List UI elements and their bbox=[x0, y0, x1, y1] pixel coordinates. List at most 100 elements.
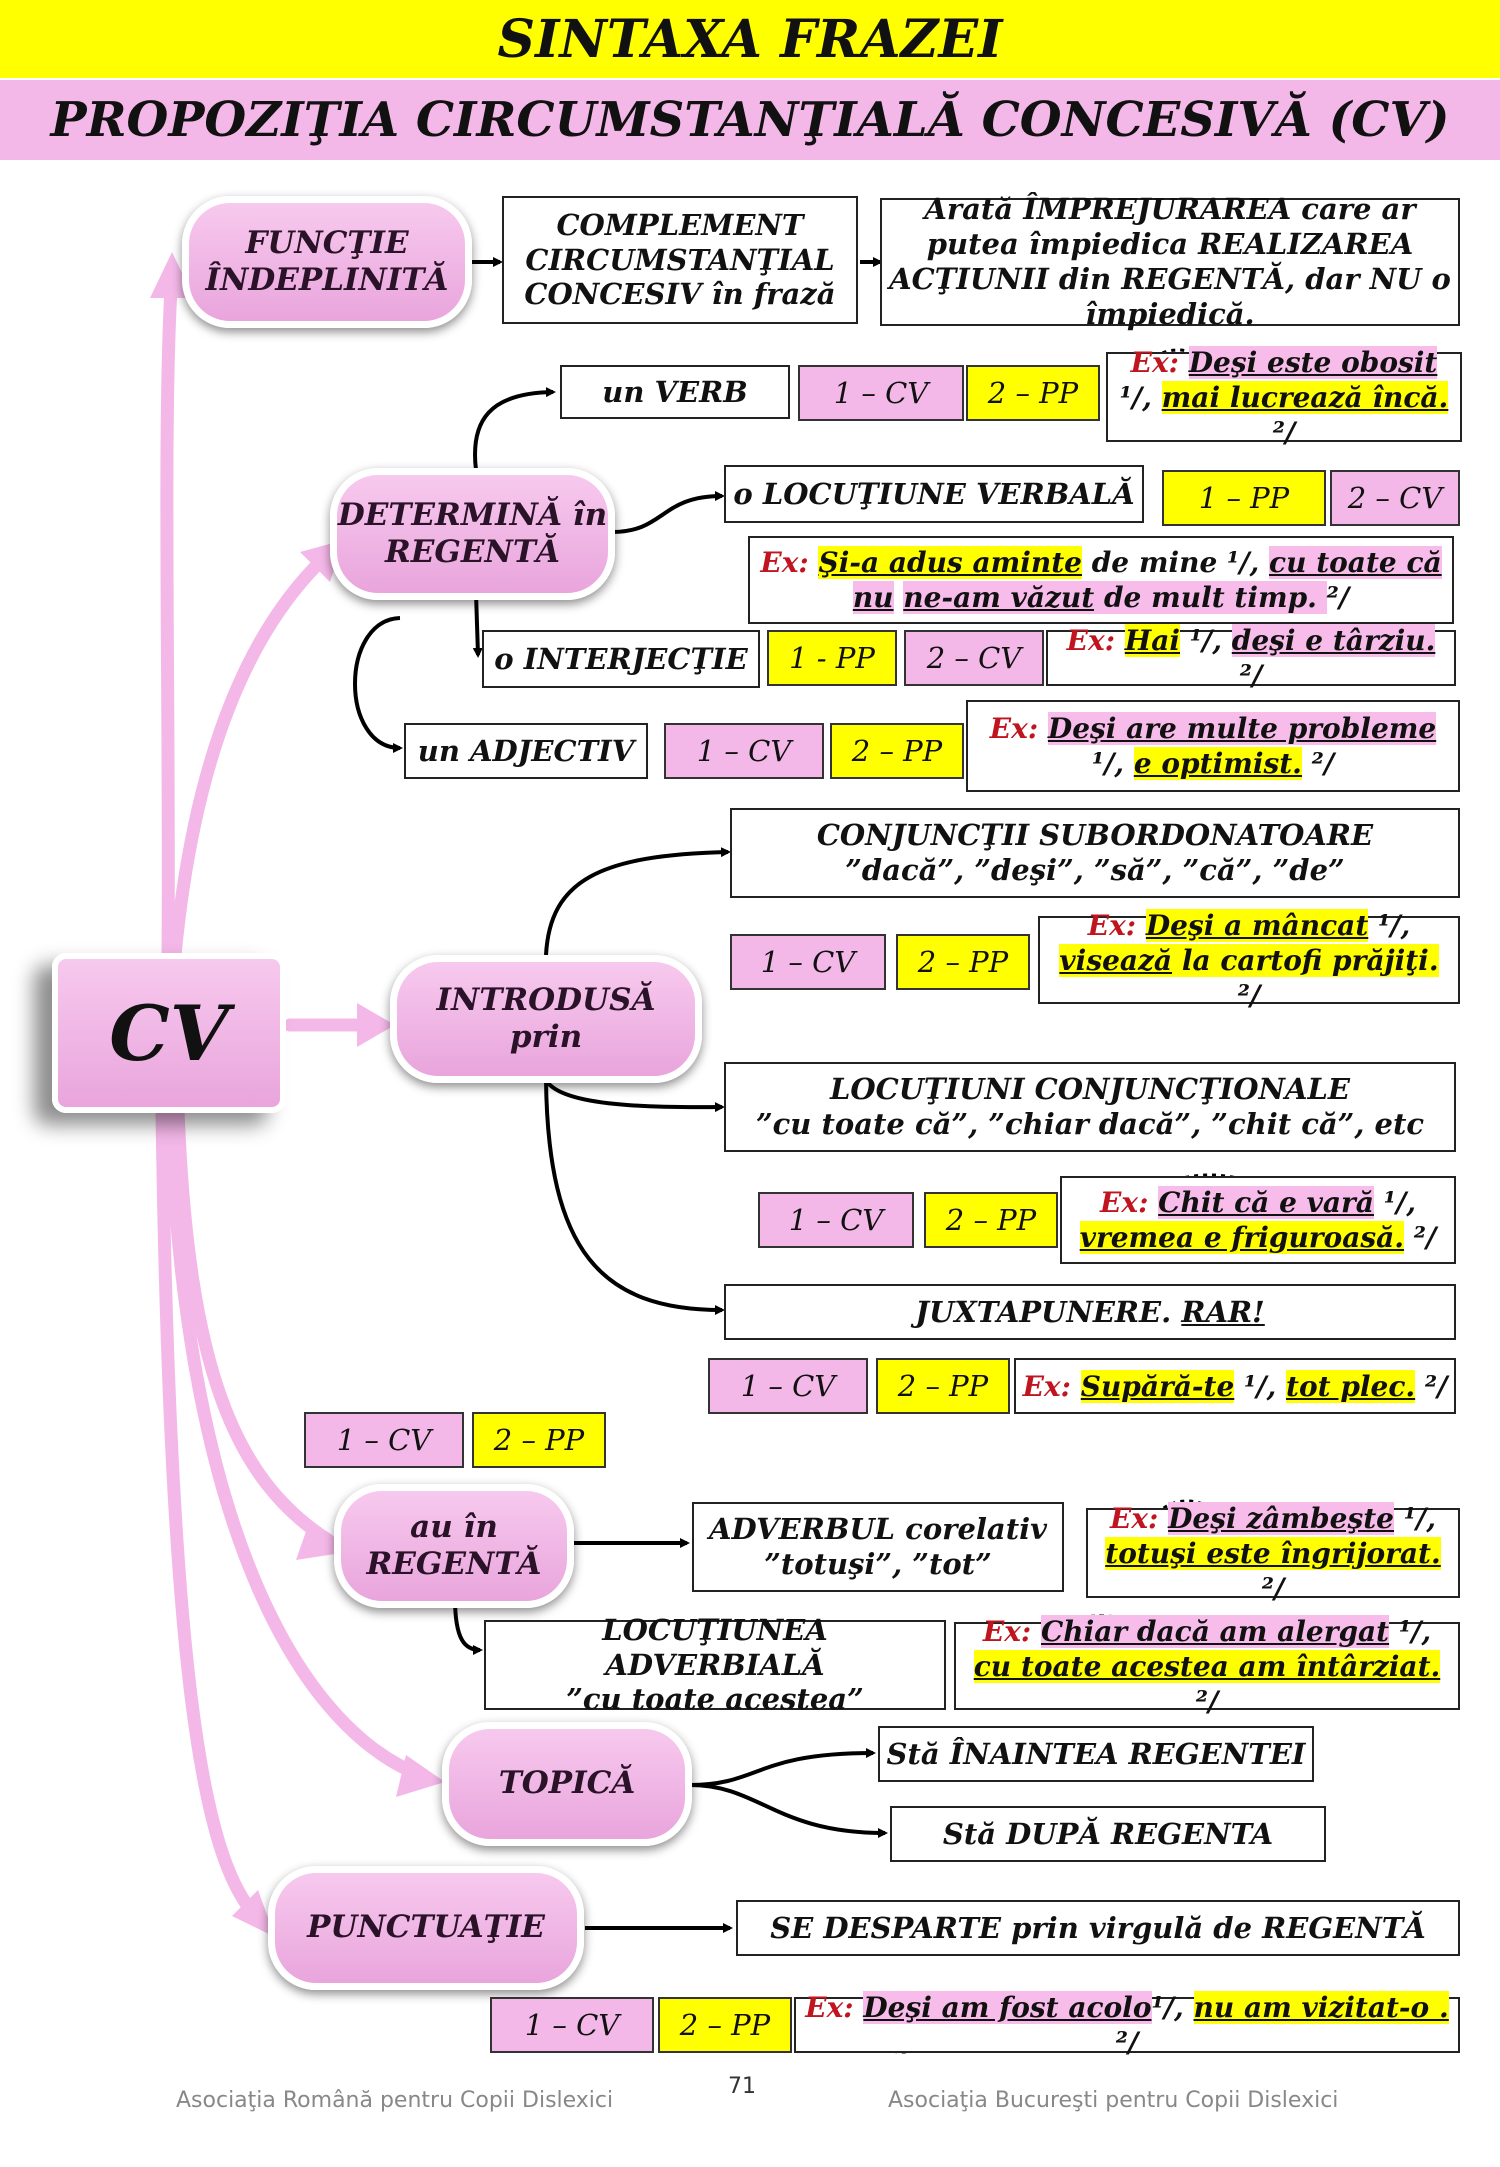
tag-2-pp: 2 – PP bbox=[966, 365, 1100, 421]
marker: ²/ bbox=[1239, 659, 1263, 692]
ex-label: Ex: bbox=[1066, 624, 1116, 657]
example-part: de mine bbox=[1081, 546, 1228, 579]
box-sta-inaintea-regentei: Stă ÎNAINTEA REGENTEI bbox=[878, 1726, 1314, 1782]
example-part: deşi e târziu. bbox=[1231, 624, 1436, 657]
marker: ¹/, bbox=[1403, 1501, 1436, 1535]
box-arata-imprejurarea: Arată ÎMPREJURAREA care ar putea împiedi… bbox=[880, 192, 1460, 331]
arrow-topica-inainte bbox=[689, 1748, 876, 1787]
box-adverbul-corelativ: ADVERBUL corelativ”totuşi”, ”tot” bbox=[692, 1502, 1064, 1592]
tag-2-pp: 2 – PP bbox=[896, 934, 1030, 990]
footer-left: Asociaţia Română pentru Copii Dislexici bbox=[176, 2088, 614, 2113]
marker: ²/ bbox=[1261, 1571, 1285, 1605]
box-sta-dupa-regenta: Stă DUPĂ REGENTA bbox=[890, 1806, 1326, 1862]
node-determina-regenta: DETERMINĂ în REGENTĂ bbox=[330, 468, 615, 600]
example-part: e optimist. bbox=[1133, 747, 1302, 780]
marker: ¹/, bbox=[1227, 546, 1260, 579]
tag-2-pp: 2 – PP bbox=[924, 1192, 1058, 1248]
arrow-determina-interjectie bbox=[472, 592, 483, 658]
marker: ²/ bbox=[1115, 2026, 1139, 2059]
node-topica: TOPICĂ bbox=[442, 1722, 692, 1846]
example-part: nu am vizitat-o . bbox=[1193, 1991, 1449, 2024]
node-au-in-regenta: au în REGENTĂ bbox=[334, 1484, 574, 1608]
example-conjunctii: Ex: Deşi a mâncat ¹/, visează la cartofi… bbox=[1038, 908, 1460, 1012]
example-part: cu toate acestea am întârziat. bbox=[973, 1649, 1441, 1683]
arrow-introdusa-conjunctii bbox=[544, 847, 731, 956]
example-part: vremea e friguroasă. bbox=[1079, 1221, 1405, 1254]
branch-arrow-punctuatie bbox=[232, 1890, 275, 1937]
branch-line-topica bbox=[163, 1103, 427, 1782]
marker: ²/ bbox=[1326, 581, 1350, 614]
example-adjectiv: Ex: Deşi are multe probleme ¹/, e optimi… bbox=[966, 700, 1460, 792]
example-part: Deşi a mâncat bbox=[1145, 908, 1369, 942]
tag-1-cv: 1 – CV bbox=[708, 1358, 868, 1414]
marker: ²/ bbox=[1237, 978, 1261, 1012]
marker: ¹/, bbox=[1151, 1991, 1184, 2024]
tag-2-cv: 2 – CV bbox=[1330, 470, 1460, 526]
example-adverbul: Ex: Deşi zâmbeşte ¹/, totuşi este îngrij… bbox=[1086, 1501, 1460, 1605]
node-introdusa-prin: INTRODUSĂ prin bbox=[390, 955, 702, 1083]
ex-label: Ex: bbox=[989, 712, 1039, 745]
marker: ¹/, bbox=[1398, 1614, 1432, 1648]
box-complement-circumstantial: COMPLEMENT CIRCUMSTANŢIAL CONCESIV în fr… bbox=[502, 196, 858, 324]
node-functie-indeplinita: FUNCŢIE ÎNDEPLINITĂ bbox=[182, 196, 472, 328]
tag-1-cv: 1 – CV bbox=[664, 723, 824, 779]
juxtapunere-label: JUXTAPUNERE. bbox=[915, 1294, 1172, 1329]
example-interjectie: Ex: Hai ¹/, deşi e târziu. ²/ bbox=[1046, 624, 1456, 692]
marker: ²/ bbox=[1311, 747, 1335, 780]
example-part: Deşi are multe probleme bbox=[1047, 712, 1437, 745]
ex-label: Ex: bbox=[1087, 908, 1137, 942]
locutiuni-title: LOCUŢIUNI CONJUNCŢIONALE bbox=[830, 1072, 1350, 1107]
example-part: ne-am văzut bbox=[903, 581, 1095, 614]
box-locutiuni-conjunctionale: LOCUŢIUNI CONJUNCŢIONALE”cu toate că”, ”… bbox=[724, 1062, 1456, 1152]
branch-line-functie bbox=[160, 265, 179, 962]
example-part: Deşi zâmbeşte bbox=[1168, 1501, 1394, 1535]
arrow-determina-verb bbox=[473, 387, 556, 471]
box-conjunctii-subordonatoare: CONJUNCŢII SUBORDONATOARE”dacă”, ”deşi”,… bbox=[730, 808, 1460, 898]
box-un-verb: un VERB bbox=[560, 365, 790, 419]
example-part: totuşi este îngrijorat. bbox=[1105, 1536, 1441, 1570]
box-se-desparte: SE DESPARTE prin virgulă de REGENTĂ bbox=[736, 1900, 1460, 1956]
example-part: Supără-te bbox=[1080, 1369, 1235, 1403]
example-locutiunea: Ex: Chiar dacă am alergat ¹/, cu toate a… bbox=[954, 1614, 1460, 1718]
example-part: mai lucrează încă. bbox=[1161, 380, 1449, 414]
branch-arrow-introdusa bbox=[357, 1003, 395, 1047]
box-interjectie: o INTERJECŢIE bbox=[482, 630, 760, 688]
tag-1-pp: 1 - PP bbox=[767, 630, 897, 686]
arrow-determina-adjectiv bbox=[353, 616, 403, 753]
branch-line-regenta bbox=[171, 1103, 335, 1547]
locutiuni-list: ”cu toate că”, ”chiar dacă”, ”chit că”, … bbox=[755, 1107, 1425, 1141]
adverbul-list: ”totuşi”, ”tot” bbox=[764, 1547, 992, 1581]
box-locutiunea-adverbiala: LOCUŢIUNEA ADVERBIALĂ”cu toate acestea” bbox=[484, 1613, 946, 1716]
example-part: Chiar dacă am alergat bbox=[1041, 1614, 1390, 1648]
box-locutiune-verbala: o LOCUŢIUNE VERBALĂ bbox=[724, 465, 1144, 523]
marker: ²/ bbox=[1272, 415, 1296, 449]
example-locutiune: Ex: Şi-a adus aminte de mine ¹/, cu toat… bbox=[748, 536, 1454, 624]
tag-2-pp: 2 – PP bbox=[876, 1358, 1010, 1414]
tag-1-cv: 1 – CV bbox=[758, 1192, 914, 1248]
example-part: tot plec. bbox=[1286, 1369, 1416, 1403]
node-punctuatie: PUNCTUAŢIE bbox=[268, 1866, 584, 1990]
example-locutiuni: Ex: Chit că e vară ¹/, vremea e friguroa… bbox=[1060, 1176, 1456, 1264]
ex-label: Ex: bbox=[982, 1614, 1032, 1648]
ex-label: Ex: bbox=[760, 546, 809, 579]
ex-label: Ex: bbox=[1022, 1369, 1071, 1403]
example-part: Şi-a adus aminte bbox=[818, 546, 1082, 579]
rar-label: RAR! bbox=[1181, 1294, 1265, 1329]
branch-line-determina bbox=[168, 553, 329, 962]
branch-arrow-topica bbox=[396, 1755, 445, 1797]
marker: ¹/, bbox=[1383, 1186, 1416, 1219]
footer-right: Asociaţia Bucureşti pentru Copii Dislexi… bbox=[888, 2088, 1339, 2113]
conjunctii-list: ”dacă”, ”deşi”, ”să”, ”că”, ”de” bbox=[845, 853, 1345, 887]
page-number: 71 bbox=[728, 2074, 756, 2099]
locutiunea-title: LOCUŢIUNEA ADVERBIALĂ bbox=[602, 1612, 828, 1682]
arrow-topica-dupa bbox=[689, 1783, 888, 1838]
marker: ²/ bbox=[1413, 1221, 1437, 1254]
example-part: visează bbox=[1059, 943, 1173, 977]
tag-1-cv: 1 – CV bbox=[304, 1412, 464, 1468]
ex-label: Ex: bbox=[1110, 1501, 1159, 1535]
marker: ¹/, bbox=[1244, 1369, 1277, 1403]
marker: ¹/, bbox=[1119, 380, 1152, 414]
branch-line-punctuatie bbox=[155, 1103, 262, 1922]
page-subtitle: PROPOZIŢIA CIRCUMSTANŢIALĂ CONCESIVĂ (CV… bbox=[0, 80, 1500, 160]
example-part: Chit că e vară bbox=[1158, 1186, 1374, 1219]
